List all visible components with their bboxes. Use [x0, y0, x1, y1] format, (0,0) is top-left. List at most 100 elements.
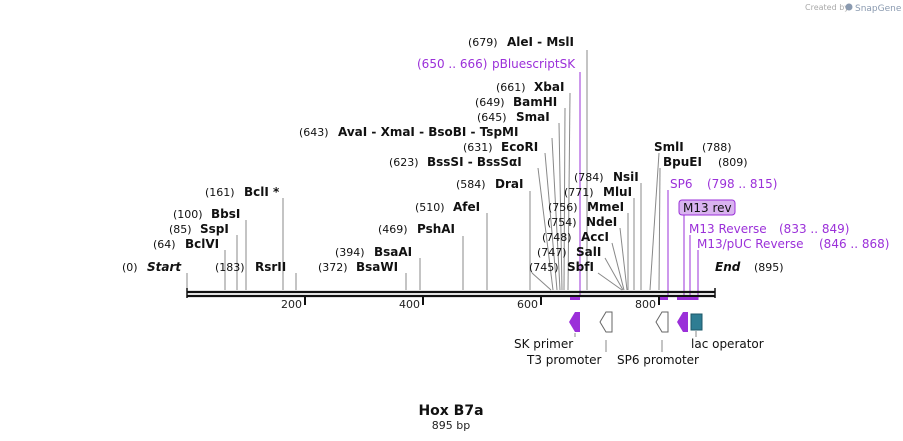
site-name: NdeI	[586, 215, 617, 229]
primer-bars	[570, 297, 698, 300]
sequence-length: 895 bp	[432, 419, 470, 432]
site-name: SmlI	[654, 140, 684, 154]
tick-label: 200	[281, 298, 302, 311]
site-name: SbfI	[567, 260, 594, 274]
sequence-ends: (0) Start End (895)	[122, 260, 784, 274]
site-position: (661)	[496, 81, 526, 94]
site-position: (747)	[537, 246, 567, 259]
feature-label-t3-promoter: T3 promoter	[526, 353, 602, 367]
site-position: (645)	[477, 111, 507, 124]
site-position: (784)	[574, 171, 604, 184]
site-position: (623)	[389, 156, 419, 169]
site-name: AleI - MslI	[507, 35, 574, 49]
site-position: (394)	[335, 246, 365, 259]
snapgene-credit: Created by SnapGene	[805, 3, 902, 14]
m13-reverse-arrow-icon	[677, 312, 688, 332]
primer-bar-pbluescriptsk	[570, 297, 580, 300]
primer-range: (798 .. 815)	[707, 177, 777, 191]
map-title: Hox B7a 895 bp	[418, 403, 483, 432]
site-name: BpuEI	[663, 155, 702, 169]
site-position: (809)	[718, 156, 748, 169]
site-name: AccI	[581, 230, 609, 244]
primer-name: M13 Reverse	[689, 222, 767, 236]
credit-prefix: Created by	[805, 3, 849, 12]
site-name: EcoRI	[501, 140, 538, 154]
tick-label: 600	[517, 298, 538, 311]
primer-range: (833 .. 849)	[779, 222, 849, 236]
primer-name: pBluescriptSK	[492, 57, 576, 71]
site-position: (183)	[215, 261, 245, 274]
site-position: (754)	[547, 216, 577, 229]
site-name: AfeI	[453, 200, 480, 214]
site-position: (745)	[529, 261, 559, 274]
site-position: (510)	[415, 201, 445, 214]
site-name: BsaAI	[374, 245, 412, 259]
m13-rev-highlight	[678, 199, 736, 216]
primer-name: M13/pUC Reverse	[697, 237, 804, 251]
feature-label-sp6-promoter: SP6 promoter	[617, 353, 699, 367]
site-name: NsiI	[613, 170, 639, 184]
snapgene-logo-icon	[845, 3, 853, 11]
site-position: (85)	[169, 223, 192, 236]
site-name: PshAI	[417, 222, 455, 236]
site-position: (469)	[378, 223, 408, 236]
feature-label-sk-primer: SK primer	[514, 337, 573, 351]
site-position: (788)	[702, 141, 732, 154]
tick-label: 400	[399, 298, 420, 311]
site-position: (679)	[468, 36, 498, 49]
site-name: DraI	[495, 177, 523, 191]
site-name: SmaI	[516, 110, 550, 124]
site-position: (161)	[205, 186, 235, 199]
site-position: (748)	[542, 231, 572, 244]
site-position: (584)	[456, 178, 486, 191]
site-name: MluI	[603, 185, 632, 199]
end-position: (895)	[754, 261, 784, 274]
primer-bar-m13-reverse	[677, 297, 686, 300]
feature-labels: SK primer T3 promoter SP6 promoter lac o…	[514, 337, 764, 367]
site-name: BclI *	[244, 185, 280, 199]
site-name: RsrII	[255, 260, 286, 274]
dna-backbone	[186, 288, 716, 298]
tick-label: 800	[635, 298, 656, 311]
restriction-sites: (64) BclVI (85) SspI (100) BbsI (161) Bc…	[153, 35, 748, 274]
primer-name: SP6	[670, 177, 693, 191]
primer-range: (650 .. 666)	[417, 57, 487, 71]
site-name: SspI	[200, 222, 229, 236]
site-name: AvaI - XmaI - BsoBI - TspMI	[338, 125, 518, 139]
primer-bar-sp6	[658, 297, 668, 300]
site-name: BclVI	[185, 237, 219, 251]
feature-glyphs	[569, 311, 703, 352]
start-label: Start	[147, 260, 182, 274]
end-label: End	[715, 260, 741, 274]
site-name: BsaWI	[356, 260, 398, 274]
site-position: (372)	[318, 261, 348, 274]
sk-primer-arrow-icon	[569, 312, 580, 332]
primer-bar-m13-puc-reverse	[685, 297, 698, 300]
site-position: (756)	[548, 201, 578, 214]
primer-range: (846 .. 868)	[819, 237, 889, 251]
lac-operator-box-icon	[690, 313, 703, 331]
start-position: (0)	[122, 261, 138, 274]
site-position: (64)	[153, 238, 176, 251]
site-name: BamHI	[513, 95, 557, 109]
feature-label-lac-operator: lac operator	[691, 337, 764, 351]
site-connectors	[186, 50, 661, 291]
site-position: (649)	[475, 96, 505, 109]
t3-promoter-arrow-icon	[599, 311, 613, 333]
primer-labels: (650 .. 666) pBluescriptSK SP6 (798 .. 8…	[417, 57, 889, 251]
site-name: BssSI - BssSαI	[427, 155, 522, 169]
sequence-name: Hox B7a	[418, 403, 483, 419]
site-position: (643)	[299, 126, 329, 139]
credit-brand: SnapGene	[855, 4, 902, 14]
site-position: (771)	[564, 186, 594, 199]
primer-name: M13 rev	[683, 201, 732, 215]
site-name: XbaI	[534, 80, 564, 94]
site-name: BbsI	[211, 207, 240, 221]
site-position: (631)	[463, 141, 493, 154]
ruler: 200 400 600 800	[281, 297, 660, 311]
site-name: MmeI	[587, 200, 624, 214]
sp6-promoter-arrow-icon	[655, 311, 669, 333]
site-name: SalI	[576, 245, 601, 259]
site-position: (100)	[173, 208, 203, 221]
